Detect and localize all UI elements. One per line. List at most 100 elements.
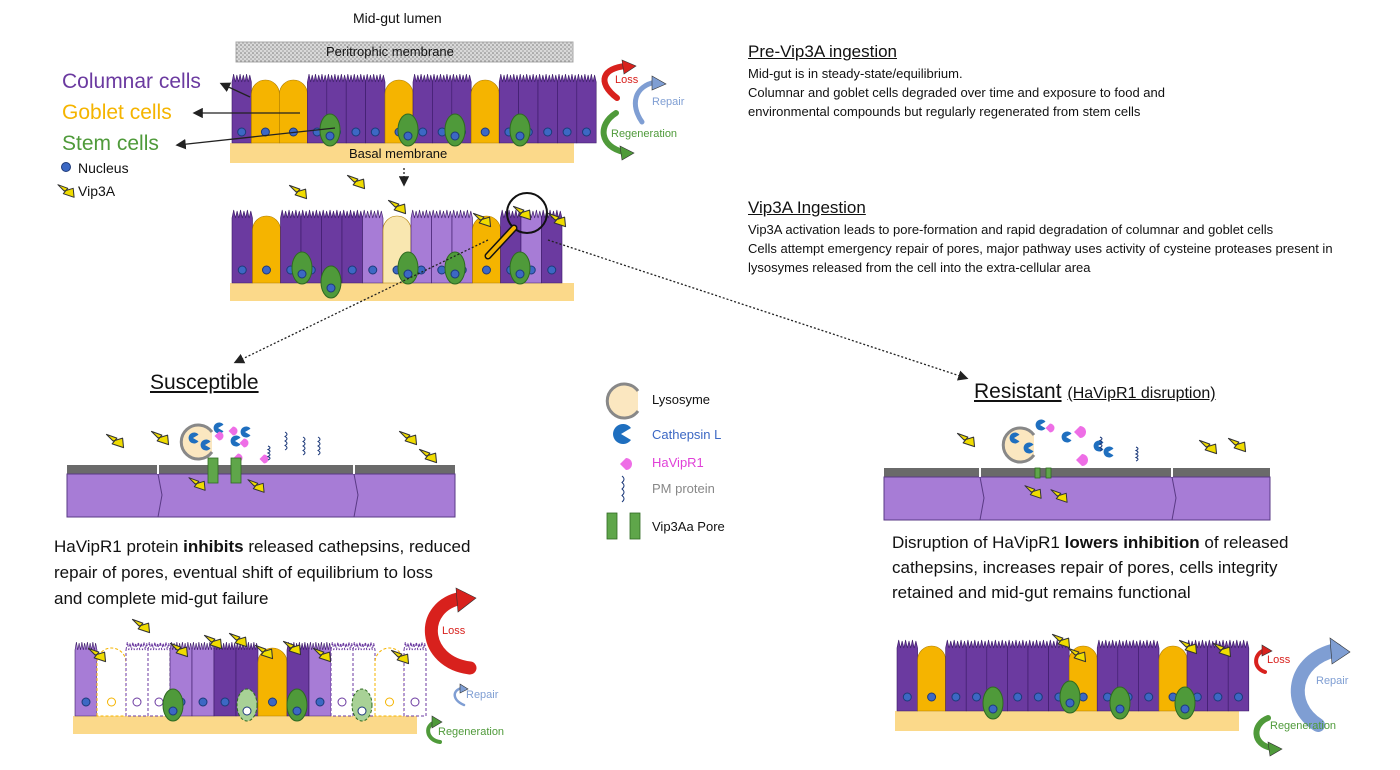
stem-cell: [397, 251, 419, 285]
columnar-cell: [576, 73, 597, 144]
vip3a-toxin: [387, 199, 407, 215]
nucleus-legend-icon: [61, 162, 71, 172]
vip3a-toxin: [254, 644, 274, 660]
resistant-desc-line: retained and mid-gut remains functional: [892, 583, 1191, 602]
nucleus: [385, 697, 394, 707]
cycle-res-loss: Loss: [1267, 654, 1291, 666]
vip3a-toxin: [131, 618, 151, 634]
nucleus: [418, 127, 428, 137]
repair-dominant-cycle-icon: [1253, 637, 1351, 757]
cycle-top-repair: Repair: [652, 96, 685, 108]
legend-columnar: Columnar cells: [62, 70, 201, 93]
nucleus: [482, 265, 491, 275]
molecule-legend-icons: [605, 382, 641, 540]
nucleus: [325, 131, 335, 141]
vip3a-toxin: [105, 433, 125, 449]
vip3a-toxin: [87, 647, 107, 663]
peritrophic-layer: [67, 465, 455, 474]
cycle-arrow: [1253, 715, 1275, 751]
cell-junction: [353, 473, 359, 518]
nucleus: [154, 697, 164, 707]
vip3a-toxins: [87, 174, 1247, 665]
nucleus: [1033, 692, 1043, 702]
epithelium-vip3a-ingestion: [230, 209, 574, 301]
resistant-desc-line: Disruption of HaVipR1 lowers inhibition …: [892, 533, 1289, 552]
nucleus: [1065, 698, 1075, 708]
stem-cell: [509, 113, 531, 147]
cycle-arrowhead: [619, 145, 635, 161]
cycle-arrow: [424, 591, 477, 675]
vip3a-toxin: [150, 430, 170, 446]
legend-nucleus: Nucleus: [78, 160, 129, 176]
cathepsin-l: [1023, 442, 1034, 454]
cycle-arrowhead: [651, 75, 667, 91]
pre-line: Columnar and goblet cells degraded over …: [748, 85, 1165, 100]
legend-vip3a: Vip3A: [78, 183, 116, 199]
vip3aa-pore: [606, 512, 618, 540]
vip3a-toxin: [512, 205, 532, 221]
pm-protein: [621, 475, 625, 503]
ingest-text: Vip3A activation leads to pore-formation…: [748, 220, 1333, 277]
nucleus: [403, 269, 413, 279]
nucleus: [1144, 692, 1154, 702]
ingest-line: Vip3A activation leads to pore-formation…: [748, 222, 1274, 237]
cycle-arrow: [601, 63, 629, 101]
vip3a-toxin: [1178, 639, 1198, 655]
stem-cell: [286, 688, 308, 722]
vip3a-toxin: [188, 477, 206, 491]
havipr1: [620, 458, 632, 470]
cycle-top-regeneration: Regeneration: [611, 128, 678, 140]
vip3a-toxin: [1050, 489, 1068, 503]
cell-junction: [157, 473, 163, 518]
cell-junction: [1171, 476, 1177, 521]
vip3a-toxin: [547, 212, 567, 228]
stem-cell: [1109, 686, 1131, 720]
havipr1: [1076, 454, 1088, 466]
havipr1: [259, 454, 269, 464]
nucleus: [292, 706, 302, 716]
cycle-arrowhead: [459, 683, 469, 694]
stem-cell: [319, 113, 341, 147]
havipr1: [239, 438, 249, 448]
susceptible-title: Susceptible: [150, 371, 259, 394]
nucleus: [403, 131, 413, 141]
ingest-line: lysosymes released from the cell into th…: [748, 260, 1091, 275]
pm-protein: [1098, 436, 1103, 452]
havipr1: [228, 426, 238, 436]
pre-line: Mid-gut is in steady-state/equilibrium.: [748, 66, 963, 81]
nucleus: [1180, 704, 1190, 714]
stem-cell: [1174, 686, 1196, 720]
havipr1: [214, 431, 224, 441]
cell-layer: [883, 476, 1271, 521]
pre-line: environmental compounds but regularly re…: [748, 104, 1141, 119]
vip3a-toxin: [169, 642, 189, 658]
nucleus: [515, 131, 525, 141]
resistant-desc-line: cathepsins, increases repair of pores, c…: [892, 558, 1278, 577]
vip3a-toxin: [472, 212, 492, 228]
cathepsin-l: [1103, 446, 1114, 458]
cathepsin-l: [1009, 432, 1020, 444]
cycle-sus-regeneration: Regeneration: [438, 726, 505, 738]
nucleus: [1013, 692, 1023, 702]
epithelium-resistant-functional: [895, 639, 1250, 731]
cathepsin-l: [1035, 419, 1046, 431]
cycle-arrowhead: [621, 59, 637, 75]
epithelium-susceptible-failure: [73, 641, 427, 734]
stem-cell: [291, 251, 313, 285]
vip3a-toxin: [57, 184, 75, 198]
legend-pointer-arrows: [175, 82, 969, 381]
cathepsin-l: [230, 435, 241, 447]
nucleus: [262, 265, 271, 275]
ingest-line: Cells attempt emergency repair of pores,…: [748, 241, 1333, 256]
lysosome: [605, 382, 640, 420]
susceptible-desc: HaVipR1 protein inhibits released cathep…: [54, 534, 470, 612]
nucleus: [368, 265, 378, 275]
nucleus: [198, 697, 208, 707]
nucleus: [450, 131, 460, 141]
stem-cell: [444, 251, 466, 285]
nucleus: [562, 127, 572, 137]
nucleus: [902, 692, 912, 702]
pm-protein: [266, 445, 271, 461]
equilibrium-cycle-icon: [600, 59, 667, 161]
